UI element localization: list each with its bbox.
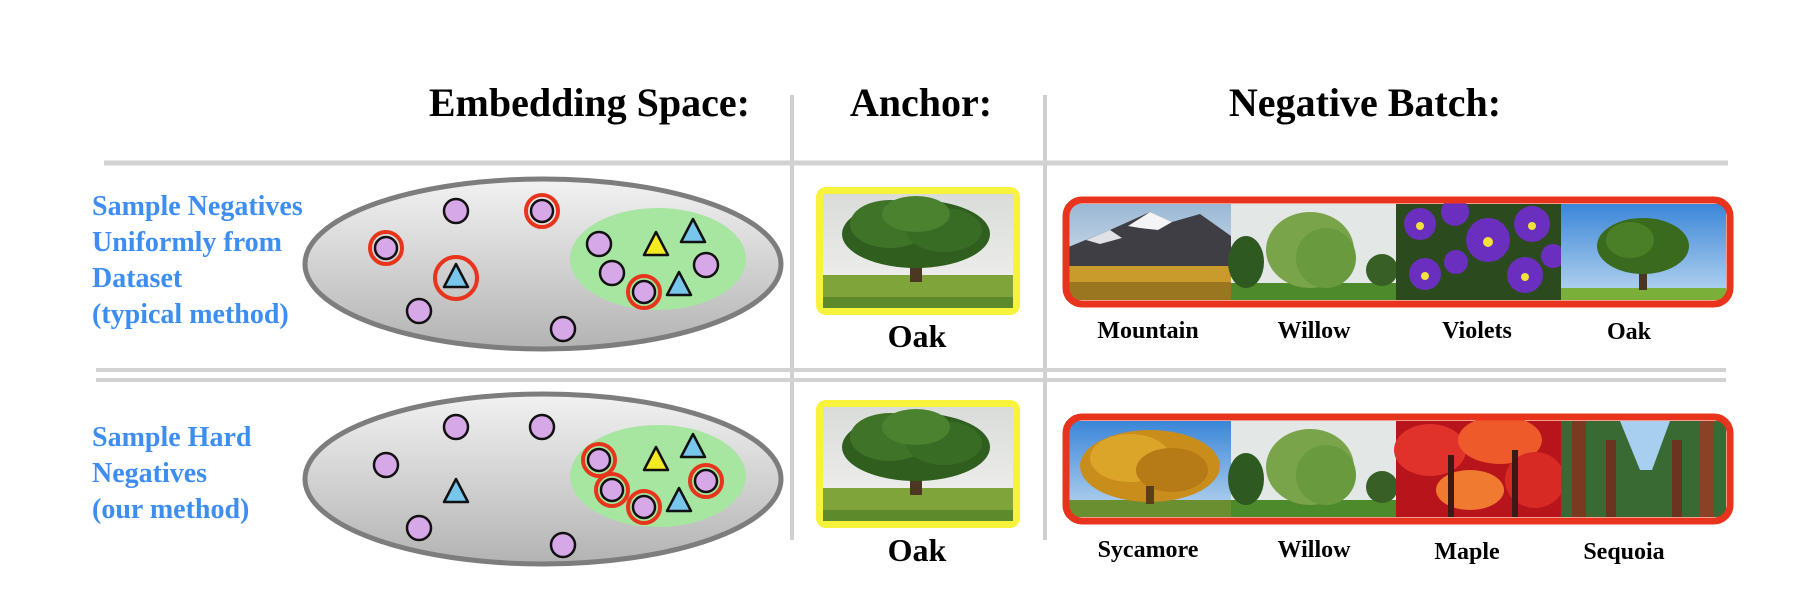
negative-ring bbox=[433, 255, 479, 301]
negative-batch-frame bbox=[1062, 196, 1734, 308]
row-uniform: Sample Negatives Uniformly from Dataset … bbox=[92, 176, 1734, 354]
batch-caption: Sequoia bbox=[1583, 539, 1664, 565]
data-point bbox=[405, 297, 433, 325]
batch-caption: Oak bbox=[1607, 319, 1652, 345]
negative-ring bbox=[688, 463, 724, 499]
negative-ring bbox=[581, 442, 617, 478]
data-point bbox=[692, 251, 720, 279]
row-label-line: (our method) bbox=[92, 494, 249, 525]
row-hard: Sample Hard Negatives (our method) bbox=[92, 391, 1734, 568]
positive-triangle bbox=[442, 262, 470, 289]
positive-triangle bbox=[679, 432, 707, 459]
anchor-triangle bbox=[642, 230, 670, 257]
row-label-line: Sample Hard bbox=[92, 422, 252, 453]
batch-caption: Violets bbox=[1442, 318, 1512, 344]
data-point bbox=[529, 198, 555, 224]
batch-caption: Sycamore bbox=[1098, 537, 1199, 563]
header-embedding-space: Embedding Space: bbox=[429, 80, 750, 125]
data-point bbox=[631, 279, 657, 305]
data-point bbox=[372, 451, 400, 479]
positive-triangle bbox=[665, 270, 693, 297]
thumb-willow bbox=[1228, 421, 1398, 517]
negative-ring bbox=[594, 472, 630, 508]
negative-ring bbox=[524, 193, 560, 229]
positive-triangle bbox=[679, 217, 707, 244]
negative-ring bbox=[626, 274, 662, 310]
data-point bbox=[598, 259, 626, 287]
data-point bbox=[586, 447, 612, 473]
anchor-image bbox=[816, 400, 1020, 528]
row-label-line: Uniformly from bbox=[92, 227, 282, 258]
embedding-space bbox=[302, 176, 784, 352]
header-anchor: Anchor: bbox=[850, 80, 992, 125]
negative-batch bbox=[1062, 196, 1734, 308]
anchor-caption: Oak bbox=[888, 532, 947, 568]
batch-caption: Maple bbox=[1434, 539, 1500, 565]
thumb-violets bbox=[1396, 198, 1565, 300]
data-point bbox=[442, 197, 470, 225]
data-point bbox=[549, 531, 577, 559]
row-label-line: Dataset bbox=[92, 263, 183, 294]
row-label: Sample Negatives Uniformly from Dataset … bbox=[92, 191, 310, 330]
data-point bbox=[631, 494, 657, 520]
data-point bbox=[549, 315, 577, 343]
thumb-mountain bbox=[1066, 204, 1231, 300]
data-point bbox=[405, 514, 433, 542]
header-negative-batch: Negative Batch: bbox=[1229, 80, 1501, 125]
data-point bbox=[373, 235, 399, 261]
data-point bbox=[599, 477, 625, 503]
thumb-oak bbox=[1561, 204, 1726, 300]
positive-triangle bbox=[442, 477, 470, 504]
batch-caption: Mountain bbox=[1097, 318, 1198, 344]
anchor-image bbox=[816, 187, 1020, 315]
row-label-line: Negatives bbox=[92, 458, 207, 489]
row-label: Sample Hard Negatives (our method) bbox=[92, 422, 258, 525]
data-point bbox=[442, 413, 470, 441]
negative-batch bbox=[1062, 413, 1734, 525]
row-label-line: (typical method) bbox=[92, 299, 289, 330]
anchor-triangle bbox=[642, 445, 670, 472]
batch-caption: Willow bbox=[1278, 318, 1352, 344]
batch-caption: Willow bbox=[1278, 537, 1352, 563]
embedding-space bbox=[302, 391, 784, 567]
thumb-sequoia bbox=[1561, 421, 1726, 517]
data-point bbox=[693, 468, 719, 494]
negative-ring bbox=[368, 230, 404, 266]
thumb-willow bbox=[1228, 204, 1398, 300]
row-label-line: Sample Negatives bbox=[92, 191, 303, 222]
negative-ring bbox=[626, 489, 662, 525]
thumb-sycamore bbox=[1066, 421, 1231, 517]
negative-batch-frame bbox=[1062, 413, 1734, 525]
anchor-caption: Oak bbox=[888, 318, 947, 354]
data-point bbox=[528, 413, 556, 441]
positive-triangle bbox=[665, 486, 693, 513]
thumb-maple bbox=[1394, 416, 1565, 517]
data-point bbox=[585, 230, 613, 258]
